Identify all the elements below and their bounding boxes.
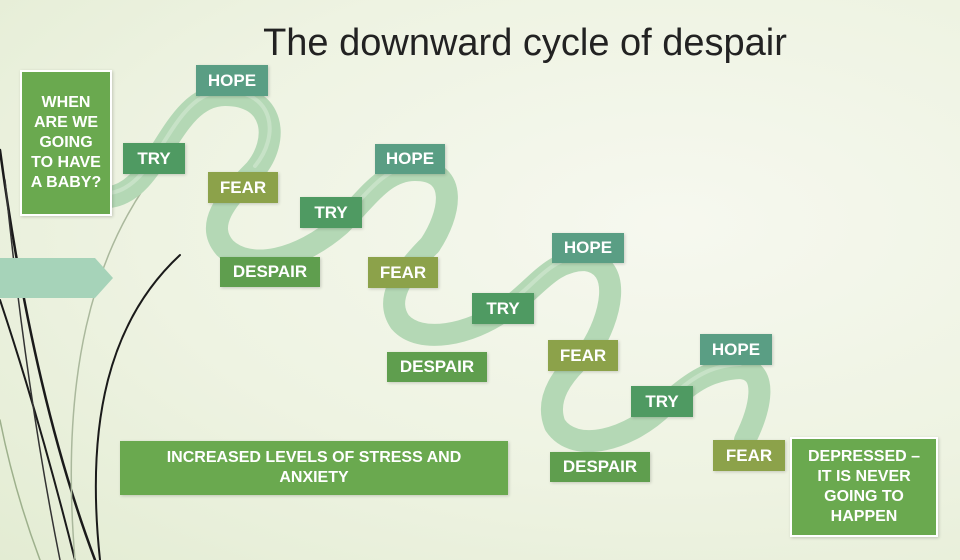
hope-label: HOPE <box>196 65 268 96</box>
side-arrow <box>0 258 113 298</box>
fear-label: FEAR <box>368 257 438 288</box>
fear-label: FEAR <box>208 172 278 203</box>
try-label: TRY <box>472 293 534 324</box>
try-label: TRY <box>123 143 185 174</box>
fear-label: FEAR <box>548 340 618 371</box>
ribbon-segment-1 <box>99 84 458 272</box>
depressed-outcome-box: DEPRESSED – IT IS NEVER GOING TO HAPPEN <box>790 437 938 537</box>
page-title: The downward cycle of despair <box>263 22 787 64</box>
fear-label: FEAR <box>713 440 785 471</box>
despair-label: DESPAIR <box>387 352 487 382</box>
stress-level-box: INCREASED LEVELS OF STRESS AND ANXIETY <box>120 441 508 495</box>
start-question-box: WHEN ARE WE GOING TO HAVE A BABY? <box>20 70 112 216</box>
decorative-curve <box>70 159 166 560</box>
hope-label: HOPE <box>700 334 772 365</box>
try-label: TRY <box>300 197 362 228</box>
decorative-curve <box>94 254 181 560</box>
decorative-curve <box>0 299 76 560</box>
despair-label: DESPAIR <box>550 452 650 482</box>
decorative-curve <box>0 419 41 560</box>
despair-label: DESPAIR <box>220 257 320 287</box>
decorative-curve <box>4 179 61 560</box>
try-label: TRY <box>631 386 693 417</box>
hope-label: HOPE <box>375 144 445 174</box>
hope-label: HOPE <box>552 233 624 263</box>
